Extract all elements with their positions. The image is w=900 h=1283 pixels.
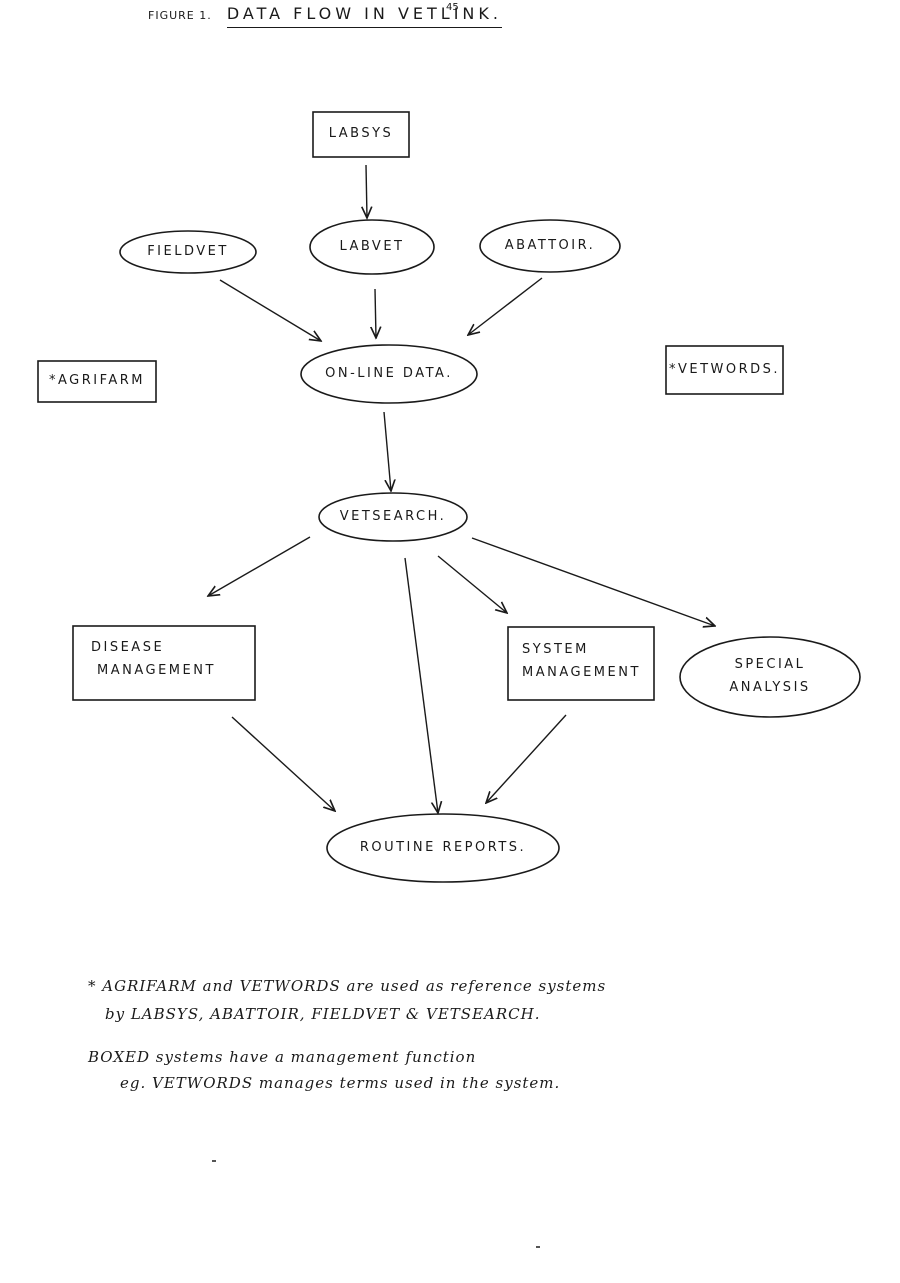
arrow-fieldvet-to-online	[219, 279, 321, 341]
labvet-label: LABVET	[339, 239, 405, 254]
disease-management-box	[72, 625, 256, 701]
special-analysis-line1: SPECIAL	[734, 657, 806, 672]
note-reference-systems-line2: by LABSYS, ABATTOIR, FIELDVET & VETSEARC…	[105, 1005, 541, 1023]
special-analysis-ellipse	[679, 636, 861, 718]
disease-management-line2: MANAGEMENT	[97, 663, 216, 679]
pencil-mark	[536, 1246, 540, 1248]
arrow-abattoir-to-online	[468, 277, 543, 335]
abattoir-label: ABATTOIR.	[504, 238, 596, 253]
vetsearch-label: VETSEARCH.	[339, 509, 447, 524]
agrifarm-label: *AGRIFARM	[48, 373, 146, 388]
figure-title: FIGURE 1. DATA FLOW IN VETLINK.	[148, 4, 502, 28]
figure-number: FIGURE 1.	[148, 9, 212, 22]
arrow-vetsearch-to-system	[437, 555, 507, 613]
vetwords-label: *VETWORDS.	[668, 362, 781, 377]
online-data-label: ON-LINE DATA.	[325, 366, 453, 381]
routine-reports-label: ROUTINE REPORTS.	[359, 840, 527, 855]
labsys-box	[312, 111, 410, 158]
disease-management-label: DISEASE MANAGEMENT	[73, 636, 255, 683]
system-management-box	[507, 626, 655, 701]
agrifarm-box	[37, 360, 157, 403]
note-boxed-systems-line2: eg. VETWORDS manages terms used in the s…	[120, 1074, 561, 1092]
arrow-online-to-vetsearch	[383, 411, 391, 491]
arrow-system-to-routine	[486, 714, 567, 803]
arrow-labsys-to-labvet	[366, 164, 367, 218]
note-boxed-systems-line1: BOXED systems have a management function	[88, 1048, 477, 1066]
fieldvet-label: FIELDVET	[147, 244, 229, 259]
vetwords-box	[665, 345, 784, 395]
special-analysis-label: SPECIAL ANALYSIS	[680, 653, 860, 700]
disease-management-line1: DISEASE	[91, 640, 165, 655]
arrow-disease-to-routine	[231, 716, 335, 811]
online-data-ellipse	[300, 344, 478, 404]
vetsearch-ellipse	[318, 492, 468, 542]
arrow-labvet-to-online	[375, 288, 376, 338]
labsys-label: LABSYS	[328, 126, 394, 141]
figure-title-superscript: 45	[446, 2, 459, 13]
fieldvet-ellipse	[119, 230, 257, 274]
arrow-vetsearch-to-special	[471, 537, 715, 626]
system-management-line1: SYSTEM	[522, 642, 589, 657]
system-management-line2: MANAGEMENT	[522, 665, 641, 681]
arrow-vetsearch-to-disease	[208, 536, 311, 596]
system-management-label: SYSTEM MANAGEMENT	[508, 638, 654, 685]
pencil-mark	[212, 1160, 216, 1162]
labvet-ellipse	[309, 219, 435, 275]
arrow-vetsearch-to-routine	[404, 557, 438, 813]
figure-title-text: DATA FLOW IN VETLINK.	[226, 4, 502, 28]
abattoir-ellipse	[479, 219, 621, 273]
routine-reports-ellipse	[326, 813, 560, 883]
note-reference-systems-line1: * AGRIFARM and VETWORDS are used as refe…	[88, 977, 607, 995]
figure-title-main: DATA FLOW IN VETLINK.	[226, 4, 502, 23]
special-analysis-line2: ANALYSIS	[729, 680, 811, 696]
